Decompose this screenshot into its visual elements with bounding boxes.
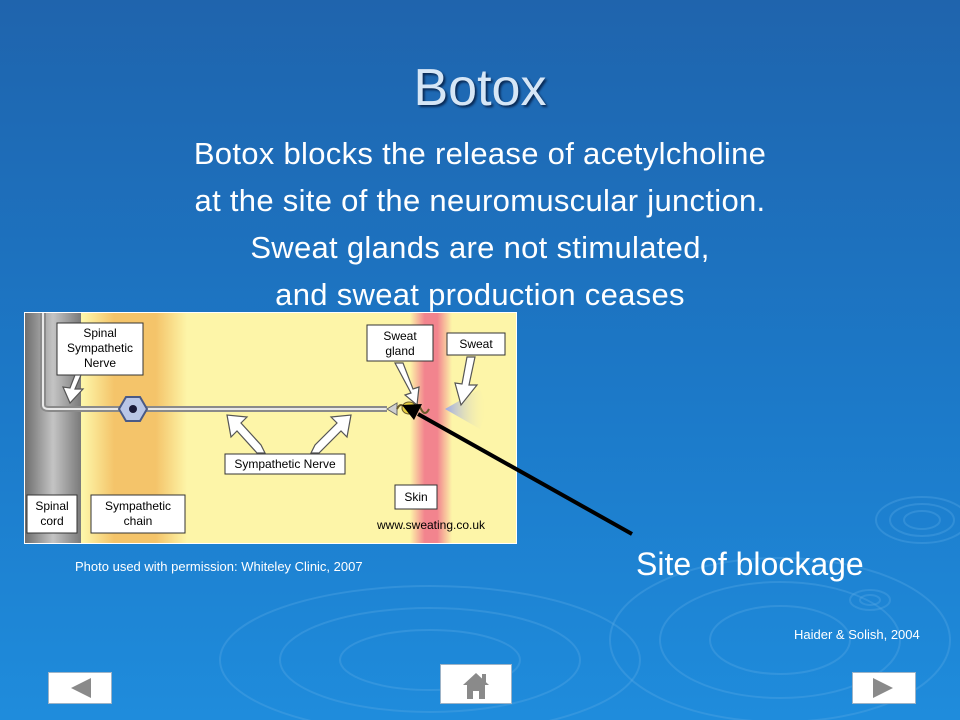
svg-text:Spinal: Spinal	[83, 326, 116, 340]
label-sweat: Sweat	[446, 332, 506, 356]
previous-slide-button[interactable]	[48, 672, 112, 704]
diagram-website: www.sweating.co.uk	[376, 518, 486, 532]
home-button[interactable]	[440, 664, 512, 704]
body-line-3: Sweat glands are not stimulated,	[250, 230, 710, 265]
svg-text:Sweat: Sweat	[383, 329, 417, 343]
svg-text:Sympathetic: Sympathetic	[67, 341, 133, 355]
label-sympathetic-chain: Sympathetic chain	[90, 494, 186, 534]
house-icon	[463, 673, 489, 699]
site-of-blockage-label: Site of blockage	[636, 546, 864, 582]
svg-text:cord: cord	[40, 514, 63, 528]
citation: Haider & Solish, 2004	[794, 627, 920, 642]
svg-text:chain: chain	[124, 514, 153, 528]
svg-text:Sympathetic Nerve: Sympathetic Nerve	[234, 457, 336, 471]
label-skin: Skin	[394, 484, 438, 510]
sweating-diagram: Spinal Sympathetic Nerve Sweat gland Swe…	[24, 312, 517, 544]
body-line-2: at the site of the neuromuscular junctio…	[194, 183, 766, 218]
slide-title: Botox	[413, 59, 547, 117]
svg-text:Nerve: Nerve	[84, 356, 116, 370]
label-spinal-cord: Spinal cord	[26, 494, 78, 534]
right-triangle-icon	[873, 678, 893, 698]
svg-text:Sweat: Sweat	[459, 337, 493, 351]
svg-text:Skin: Skin	[404, 490, 427, 504]
label-sweat-gland: Sweat gland	[366, 324, 434, 362]
diagram-arrows	[62, 356, 479, 454]
label-spinal-sympathetic-nerve: Spinal Sympathetic Nerve	[56, 322, 144, 376]
next-slide-button[interactable]	[852, 672, 916, 704]
left-triangle-icon	[71, 678, 91, 698]
photo-credit: Photo used with permission: Whiteley Cli…	[75, 559, 363, 574]
body-text: Botox blocks the release of acetylcholin…	[80, 130, 880, 318]
body-line-4: and sweat production ceases	[275, 277, 685, 312]
svg-text:gland: gland	[385, 344, 414, 358]
body-line-1: Botox blocks the release of acetylcholin…	[193, 136, 767, 171]
label-sympathetic-nerve: Sympathetic Nerve	[224, 453, 346, 475]
svg-text:Spinal: Spinal	[35, 499, 68, 513]
svg-text:Sympathetic: Sympathetic	[105, 499, 171, 513]
